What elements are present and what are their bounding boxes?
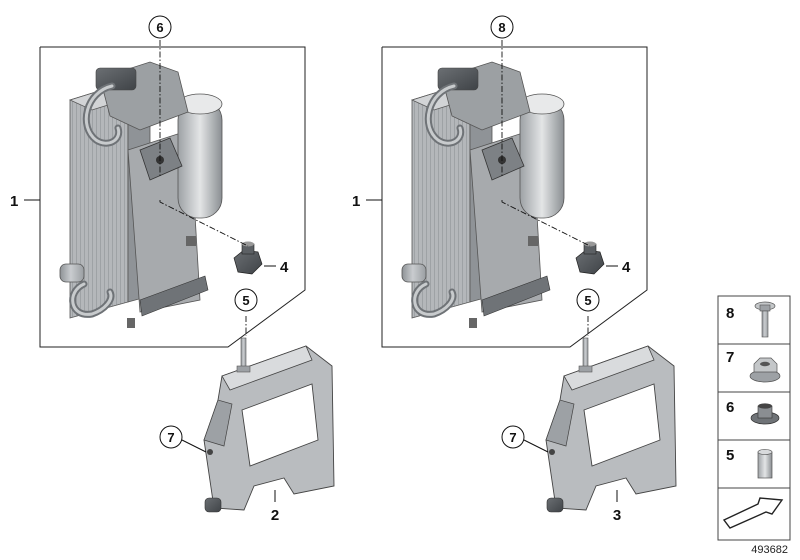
callout-5: 5 (242, 293, 249, 308)
group-frame (381, 46, 648, 348)
callout-4: 4 (280, 259, 289, 276)
grommet-icon (750, 403, 780, 425)
callout-1: 1 (352, 193, 360, 210)
callout-circle (234, 288, 258, 312)
sleeve-icon (757, 449, 773, 479)
callout-2: 2 (271, 507, 279, 524)
callout-3: 3 (613, 507, 621, 524)
callout-5: 5 (584, 293, 591, 308)
callout-7: 7 (167, 430, 174, 445)
legend-number: 7 (726, 349, 734, 366)
callout-circle (148, 15, 172, 39)
axis-line (159, 200, 249, 247)
heater-module (402, 62, 564, 328)
arrow-icon (722, 497, 784, 529)
callout-4: 4 (622, 259, 631, 276)
callout-1: 1 (10, 193, 18, 210)
legend-item-6: 6 (726, 399, 780, 425)
callout-circle (576, 288, 600, 312)
mounting-bracket (545, 337, 677, 513)
callout-8: 8 (498, 20, 505, 35)
leader-line (523, 439, 549, 453)
callout-circle (490, 15, 514, 39)
callout-circle (501, 425, 525, 449)
parts-legend: 8 7 6 5 (717, 295, 791, 541)
legend-number: 6 (726, 399, 734, 416)
heater-module (60, 62, 222, 328)
callout-6: 6 (156, 20, 163, 35)
legend-item-5: 5 (726, 447, 773, 479)
grommet-nut (233, 241, 263, 275)
assembly-left: 1 6 4 5 7 2 (10, 15, 335, 524)
group-frame (39, 46, 306, 348)
legend-number: 5 (726, 447, 734, 464)
diagram-number: 493682 (751, 544, 788, 556)
legend-item-8: 8 (726, 301, 776, 338)
flange-bolt-icon (754, 301, 776, 338)
mounting-bracket (203, 337, 335, 513)
legend-item-7: 7 (726, 349, 781, 383)
grommet-nut (575, 241, 605, 275)
callout-7: 7 (509, 430, 516, 445)
hex-nut-icon (749, 357, 781, 383)
leader-line (181, 439, 207, 453)
assembly-right: 1 8 4 5 7 3 (352, 15, 677, 524)
axis-line (501, 200, 591, 247)
legend-number: 8 (726, 305, 734, 322)
callout-circle (159, 425, 183, 449)
